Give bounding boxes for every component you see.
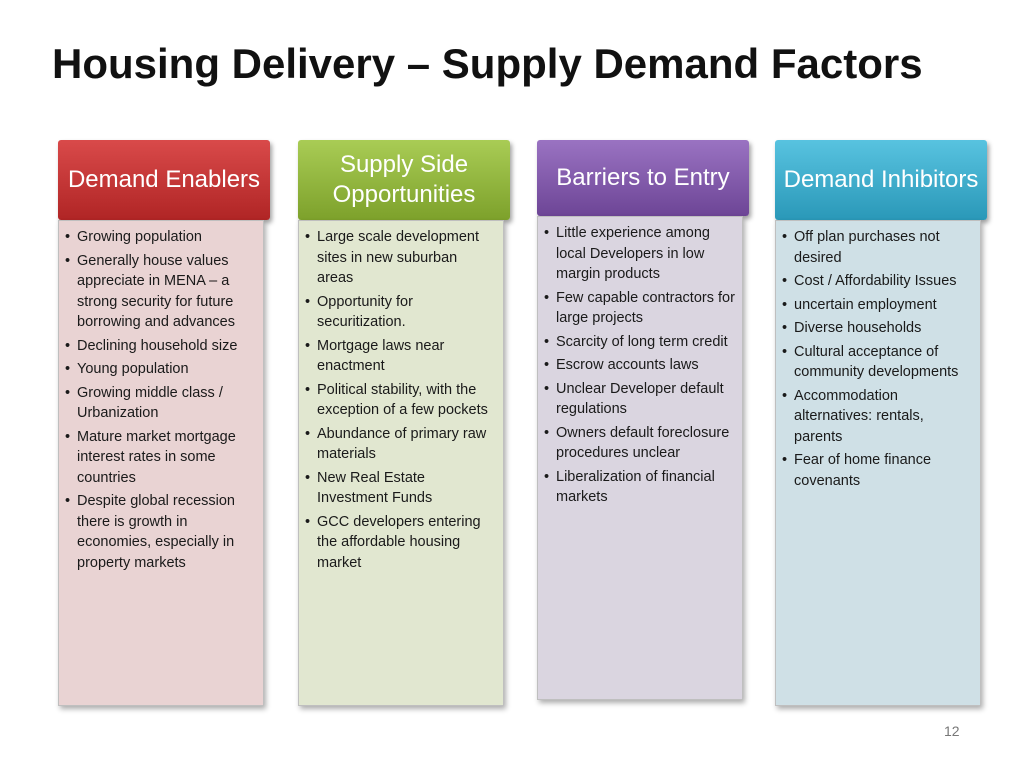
slide-title: Housing Delivery – Supply Demand Factors [52,40,923,87]
list-item: Mortgage laws near enactment [303,336,497,377]
list-item: Cost / Affordability Issues [780,271,974,292]
list-item: Declining household size [63,336,257,357]
column-body: Large scale development sites in new sub… [298,220,504,706]
bullet-list: Growing population Generally house value… [63,227,257,573]
list-item: Opportunity for securitization. [303,292,497,333]
list-item: uncertain employment [780,295,974,316]
list-item: Young population [63,359,257,380]
list-item: Liberalization of financial markets [542,467,736,508]
bullet-list: Off plan purchases not desired Cost / Af… [780,227,974,491]
column-body: Little experience among local Developers… [537,216,743,700]
list-item: Fear of home finance covenants [780,450,974,491]
list-item: Few capable contractors for large projec… [542,288,736,329]
column-body: Growing population Generally house value… [58,220,264,706]
list-item: GCC developers entering the affordable h… [303,512,497,574]
column-header: Supply Side Opportunities [298,140,510,220]
list-item: Escrow accounts laws [542,355,736,376]
list-item: Political stability, with the exception … [303,380,497,421]
list-item: Abundance of primary raw materials [303,424,497,465]
list-item: Diverse households [780,318,974,339]
list-item: Mature market mortgage interest rates in… [63,427,257,489]
column-header: Demand Inhibitors [775,140,987,220]
column-header: Barriers to Entry [537,140,749,216]
list-item: Generally house values appreciate in MEN… [63,251,257,333]
list-item: Large scale development sites in new sub… [303,227,497,289]
list-item: Little experience among local Developers… [542,223,736,285]
bullet-list: Little experience among local Developers… [542,223,736,508]
list-item: Off plan purchases not desired [780,227,974,268]
column-header: Demand Enablers [58,140,270,220]
column-body: Off plan purchases not desired Cost / Af… [775,220,981,706]
list-item: Growing middle class / Urbanization [63,383,257,424]
page-number: 12 [944,723,960,739]
bullet-list: Large scale development sites in new sub… [303,227,497,573]
list-item: Owners default foreclosure procedures un… [542,423,736,464]
list-item: Despite global recession there is growth… [63,491,257,573]
list-item: Cultural acceptance of community develop… [780,342,974,383]
list-item: New Real Estate Investment Funds [303,468,497,509]
list-item: Accommodation alternatives: rentals, par… [780,386,974,448]
list-item: Scarcity of long term credit [542,332,736,353]
list-item: Growing population [63,227,257,248]
list-item: Unclear Developer default regulations [542,379,736,420]
